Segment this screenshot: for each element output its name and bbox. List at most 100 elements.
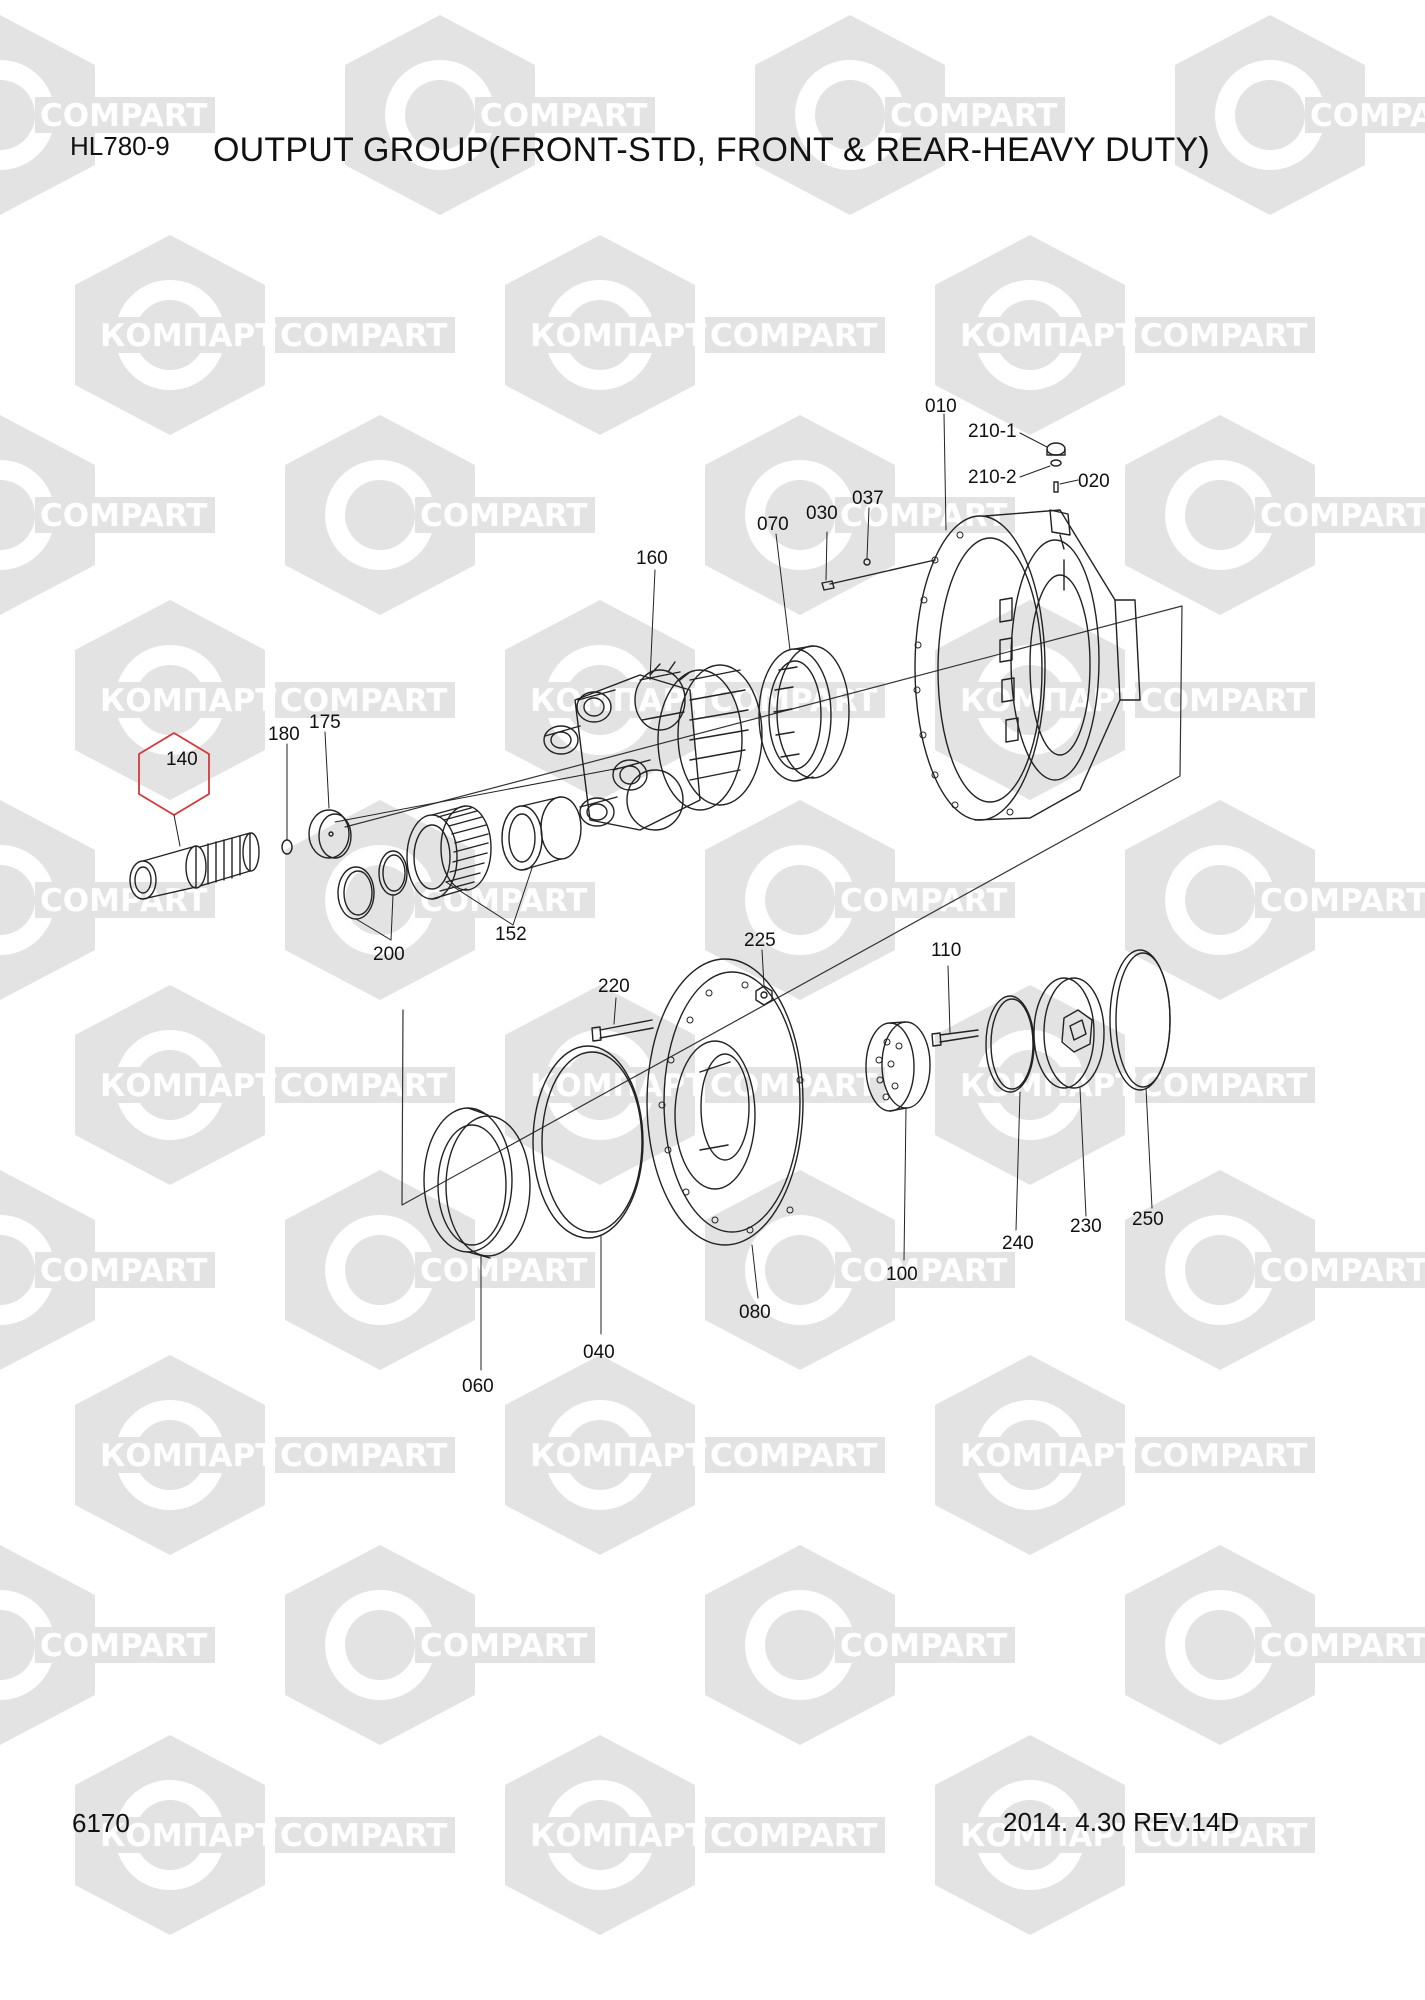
part-080-hub — [646, 958, 804, 1246]
part-230-cover — [1033, 977, 1105, 1089]
part-250-snapring — [1109, 949, 1171, 1091]
watermark-tile: COMPART — [1175, 15, 1425, 215]
part-210-1-plug — [1046, 442, 1066, 456]
part-070-bearing — [758, 645, 850, 782]
axis-line — [334, 766, 626, 823]
watermark-text: COMPART — [280, 318, 447, 354]
callout-040: 040 — [583, 1342, 615, 1363]
watermark-tile: COMPART — [1125, 800, 1425, 1000]
callout-140: 140 — [166, 749, 198, 770]
callout-160: 160 — [636, 548, 668, 569]
watermark-tile: COMPART — [0, 15, 215, 215]
part-160-planet-carrier — [543, 661, 763, 831]
watermark-tile: COMPART — [285, 1545, 595, 1745]
watermark-text: КОМПАРТ — [530, 1818, 706, 1854]
watermark-text: COMPART — [280, 683, 447, 719]
watermark-tile: COMPART — [705, 1545, 1015, 1745]
watermark-tile: COMPART — [285, 415, 595, 615]
part-060-seal — [423, 1107, 531, 1259]
callout-250: 250 — [1132, 1209, 1164, 1230]
watermark-text: COMPART — [40, 1628, 207, 1664]
watermark-text: COMPART — [1260, 883, 1425, 919]
watermark-tile: COMPART — [0, 1170, 215, 1370]
watermark-text: COMPART — [280, 1438, 447, 1474]
watermark-text: COMPART — [710, 1068, 877, 1104]
leader-lines — [173, 413, 1153, 1371]
watermark-text: COMPART — [840, 1628, 1007, 1664]
page-number: 6170 — [72, 1808, 130, 1838]
part-037-pin — [863, 558, 871, 566]
watermark-text: COMPART — [710, 1818, 877, 1854]
watermark-text: COMPART — [840, 883, 1007, 919]
watermark-text: COMPART — [1260, 1628, 1425, 1664]
watermark-text: COMPART — [420, 1253, 587, 1289]
watermark-text: COMPART — [1260, 498, 1425, 534]
part-175-washer — [308, 809, 352, 859]
callout-180: 180 — [268, 724, 300, 745]
part-225-nut — [755, 985, 773, 1006]
watermark-tile: COMPART — [0, 1545, 215, 1745]
part-030-bolt — [821, 559, 936, 591]
callout-037: 037 — [852, 488, 884, 509]
watermark-tile: COMPART — [285, 1170, 595, 1370]
part-020-pin — [1053, 481, 1059, 493]
watermark-text: КОМПАРТ — [960, 1818, 1136, 1854]
part-180-pin — [281, 839, 293, 855]
part-240-oring — [985, 995, 1035, 1093]
callout-175: 175 — [309, 712, 341, 733]
watermark-text: COMPART — [420, 1628, 587, 1664]
watermark-text: COMPART — [710, 318, 877, 354]
watermark-text: COMPART — [40, 498, 207, 534]
watermark-text: COMPART — [280, 1818, 447, 1854]
watermark-tile: COMPART — [1125, 415, 1425, 615]
watermark-text: КОМПАРТ — [960, 1438, 1136, 1474]
watermark-text: COMPART — [840, 1253, 1007, 1289]
part-110-bolt — [931, 1029, 979, 1047]
callout-240: 240 — [1002, 1233, 1034, 1254]
watermark-text: КОМПАРТ — [530, 1438, 706, 1474]
part-152-ring-gear — [406, 805, 492, 900]
callout-070: 070 — [757, 514, 789, 535]
part-210-2-washer — [1050, 459, 1062, 467]
watermark-text: КОМПАРТ — [100, 318, 276, 354]
callout-060: 060 — [462, 1376, 494, 1397]
watermark-text: КОМПАРТ — [100, 1438, 276, 1474]
watermark-text: COMPART — [1140, 318, 1307, 354]
watermark-text: COMPART — [1140, 1068, 1307, 1104]
watermark-tile: COMPART — [705, 415, 1015, 615]
callout-010: 010 — [925, 396, 957, 417]
watermark-text: COMPART — [890, 98, 1057, 134]
watermark-tile: COMPART — [0, 415, 215, 615]
callout-100: 100 — [886, 1264, 918, 1285]
watermark-text: COMPART — [40, 883, 207, 919]
watermark-text: COMPART — [480, 98, 647, 134]
watermark-tile: COMPART — [705, 1170, 1015, 1370]
model-number: HL780-9 — [70, 131, 170, 161]
page-title: OUTPUT GROUP(FRONT-STD, FRONT & REAR-HEA… — [213, 131, 1210, 169]
callout-110: 110 — [931, 940, 961, 961]
part-140-shaft — [129, 832, 260, 900]
callout-labels: 010 210-1 210-2 020 037 030 070 160 180 … — [166, 396, 1164, 1397]
watermark-text: COMPART — [40, 98, 207, 134]
watermark-tile: COMPART — [345, 15, 655, 215]
watermark-text: КОМПАРТ — [100, 683, 276, 719]
watermark-text: КОМПАРТ — [960, 683, 1136, 719]
callout-152: 152 — [495, 924, 527, 945]
watermark-tile: COMPART — [0, 800, 215, 1000]
callout-080: 080 — [739, 1302, 771, 1323]
watermark-text: КОМПАРТ — [100, 1818, 276, 1854]
callout-220: 220 — [598, 976, 630, 997]
watermark-text: КОМПАРТ — [960, 318, 1136, 354]
highlight-hexagon-140 — [138, 732, 210, 816]
assembly-frame — [344, 605, 1183, 1206]
